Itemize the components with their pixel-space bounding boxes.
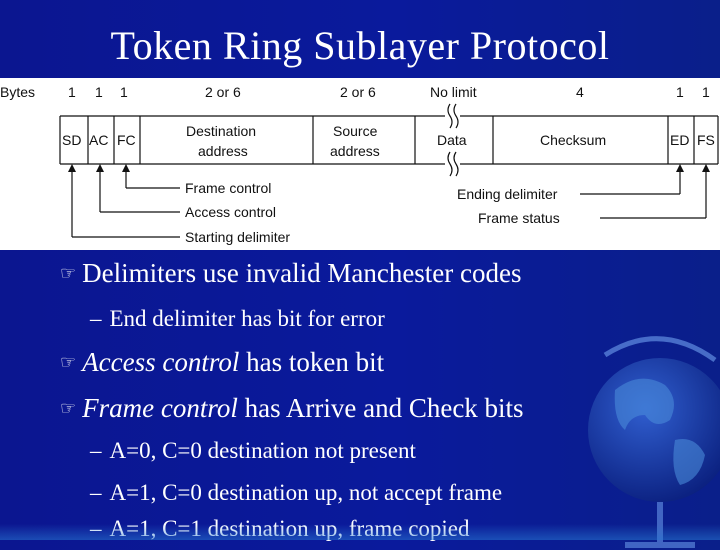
byte-count-fs: 1	[702, 84, 710, 100]
bullet-delimiters: ☞ Delimiters use invalid Manchester codes	[60, 258, 522, 289]
sub-bullet-text: A=0, C=0 destination not present	[110, 438, 416, 463]
field-sd: SD	[62, 132, 81, 148]
bullet-list: ☞ Delimiters use invalid Manchester codes…	[0, 258, 720, 540]
field-source: Source	[333, 123, 378, 139]
field-destination-address: address	[198, 143, 248, 159]
callout-access-control: Access control	[185, 204, 276, 220]
frame-format-diagram: Bytes 1 1 1 2 or 6 2 or 6 No limit 4 1 1	[0, 78, 720, 250]
byte-count-ac: 1	[95, 84, 103, 100]
byte-count-data: No limit	[430, 84, 477, 100]
frame-box	[60, 116, 718, 164]
sub-bullet-text: End delimiter has bit for error	[110, 306, 385, 331]
bullet-marker-icon: ☞	[60, 352, 76, 373]
bullet-emphasis: Access control	[82, 347, 239, 377]
byte-count-source: 2 or 6	[340, 84, 376, 100]
byte-count-checksum: 4	[576, 84, 584, 100]
bullet-frame-control: ☞ Frame control has Arrive and Check bits	[60, 393, 524, 424]
field-ed: ED	[670, 132, 689, 148]
bottom-stripe	[0, 524, 720, 540]
sub-bullet-a1c0: –A=1, C=0 destination up, not accept fra…	[90, 480, 502, 506]
field-ac: AC	[89, 132, 108, 148]
callout-frame-control: Frame control	[185, 180, 271, 196]
slide-title: Token Ring Sublayer Protocol	[0, 22, 720, 69]
sub-bullet-a0c0: –A=0, C=0 destination not present	[90, 438, 416, 464]
bullet-access-control: ☞ Access control has token bit	[60, 347, 384, 378]
field-checksum: Checksum	[540, 132, 606, 148]
bullet-emphasis: Frame control	[82, 393, 238, 423]
sub-bullet-end-delimiter: –End delimiter has bit for error	[90, 306, 385, 332]
field-fs: FS	[697, 132, 715, 148]
bullet-text: Delimiters use invalid Manchester codes	[82, 258, 521, 288]
callout-arrows	[72, 170, 706, 237]
byte-count-destination: 2 or 6	[205, 84, 241, 100]
bullet-marker-icon: ☞	[60, 263, 76, 284]
byte-count-ed: 1	[676, 84, 684, 100]
callout-ending-delimiter: Ending delimiter	[457, 186, 558, 202]
byte-count-fc: 1	[120, 84, 128, 100]
bytes-label: Bytes	[0, 84, 35, 100]
field-data: Data	[437, 132, 467, 148]
field-destination: Destination	[186, 123, 256, 139]
sub-bullet-text: A=1, C=0 destination up, not accept fram…	[110, 480, 503, 505]
arrowheads	[68, 164, 710, 172]
callout-starting-delimiter: Starting delimiter	[185, 229, 290, 245]
bullet-text: has Arrive and Check bits	[238, 393, 524, 423]
field-source-address: address	[330, 143, 380, 159]
field-fc: FC	[117, 132, 136, 148]
bullet-marker-icon: ☞	[60, 398, 76, 419]
byte-count-sd: 1	[68, 84, 76, 100]
bullet-text: has token bit	[239, 347, 384, 377]
callout-frame-status: Frame status	[478, 210, 560, 226]
